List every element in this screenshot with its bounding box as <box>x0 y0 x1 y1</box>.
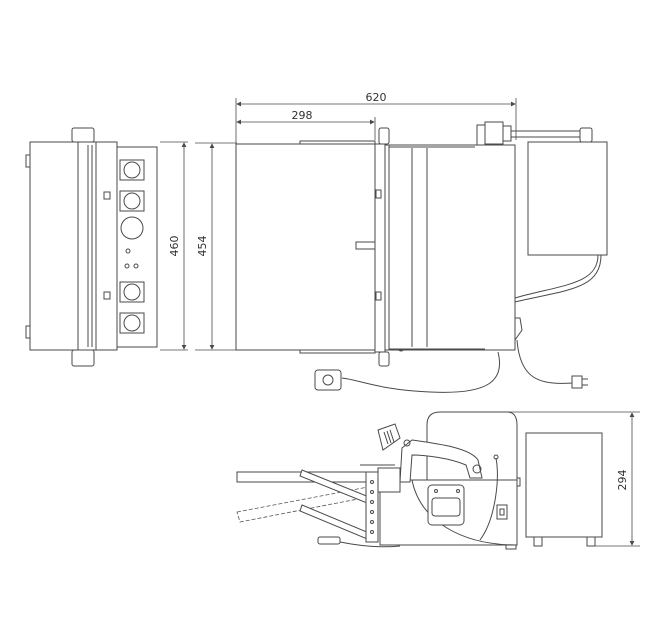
power-unit-top <box>527 141 608 256</box>
control-buttons <box>119 159 145 334</box>
bolt <box>103 291 111 300</box>
bottom-handle-tab <box>71 349 95 367</box>
front-view: 460 <box>25 127 188 367</box>
bolt <box>103 191 111 200</box>
button-icon <box>123 283 141 301</box>
connector-block <box>484 121 504 145</box>
top-handle-tab <box>71 127 95 143</box>
side-view: 294 <box>236 411 640 550</box>
clamp-head <box>377 467 401 493</box>
dimension-label-298: 298 <box>292 109 313 122</box>
plug-icon <box>571 375 583 389</box>
table-stop <box>355 241 377 250</box>
plug-cable <box>514 317 574 384</box>
dimension-label-460: 460 <box>168 236 181 257</box>
power-switch <box>496 504 508 520</box>
machine-body-top <box>388 144 516 351</box>
indicator-light <box>125 248 131 254</box>
dimension-label-454: 454 <box>196 236 209 257</box>
indicator-light <box>124 263 130 269</box>
gauge-icon <box>120 216 144 240</box>
table-folded-position <box>236 486 369 523</box>
top-view: 454 620 298 <box>195 91 608 393</box>
button-icon <box>123 161 141 179</box>
indicator-light <box>133 263 139 269</box>
feed-table <box>235 143 377 351</box>
power-cable <box>514 254 602 303</box>
foot-pedal-side <box>317 536 341 545</box>
pedal-cable <box>341 351 500 393</box>
front-body <box>29 141 118 351</box>
button-icon <box>123 314 141 332</box>
button-icon <box>123 192 141 210</box>
carry-handle <box>427 484 465 526</box>
foot-pedal <box>314 369 342 391</box>
dimension-label-294: 294 <box>616 470 629 491</box>
clamp-arm <box>399 439 483 483</box>
clamp-bar <box>374 143 386 353</box>
dimension-label-620: 620 <box>366 91 387 104</box>
power-unit-side <box>525 432 603 538</box>
